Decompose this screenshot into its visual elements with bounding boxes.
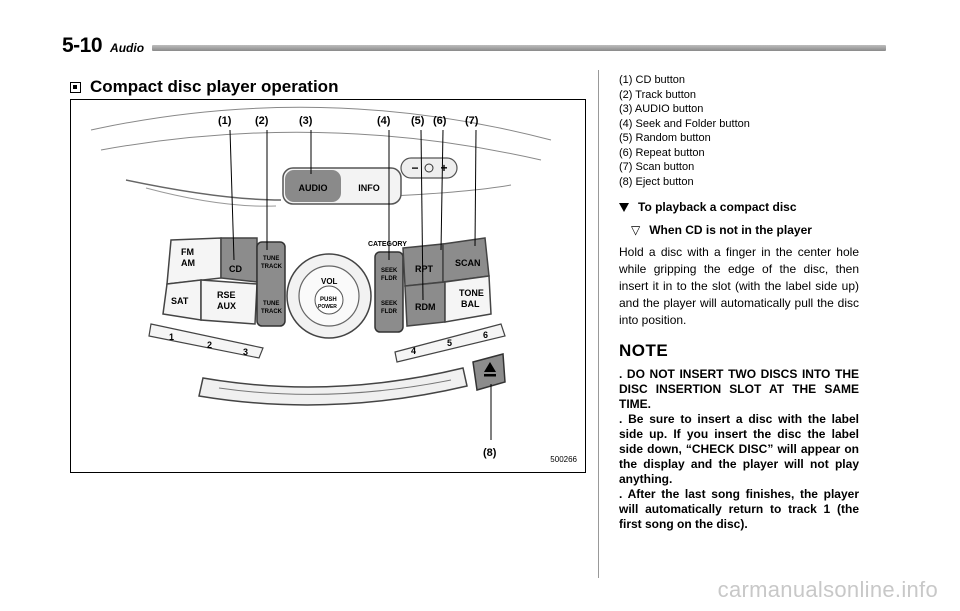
- vol-label: VOL: [321, 277, 338, 286]
- push-power-button: [314, 285, 344, 315]
- plus-icon: +: [440, 161, 447, 175]
- preset-5-label: 5: [447, 338, 452, 348]
- figure-id: 500266: [550, 455, 577, 464]
- minus-icon: −: [411, 161, 418, 175]
- fldr-down-label: FLDR: [381, 309, 398, 315]
- filled-triangle-icon: [619, 202, 629, 212]
- disc-slot-opening: [218, 379, 452, 395]
- section-title-row: Compact disc player operation: [70, 77, 338, 97]
- seek-folder-rocker: [374, 251, 404, 333]
- cd-label: CD: [229, 264, 242, 274]
- callout-line-6: [440, 129, 444, 251]
- track-up-label: TRACK: [261, 264, 283, 270]
- aux-label: AUX: [217, 301, 236, 311]
- note-heading: NOTE: [619, 341, 669, 360]
- column-divider: [598, 70, 599, 578]
- legend-item: (3) AUDIO button: [619, 103, 704, 115]
- bal-label: BAL: [461, 299, 480, 309]
- callout-line-1: [229, 129, 235, 261]
- callout-line-7: [474, 129, 477, 247]
- tone-label: TONE: [459, 288, 484, 298]
- callout-1: (1): [218, 115, 232, 127]
- right-column: (1) CD button (2) Track button (3) AUDIO…: [619, 73, 859, 532]
- button-legend: (1) CD button (2) Track button (3) AUDIO…: [619, 73, 859, 189]
- preset-4-label: 4: [411, 346, 416, 356]
- dash-arc-1: [90, 106, 552, 141]
- fm-label: FM: [181, 247, 194, 257]
- subheading: To playback a compact disc: [638, 200, 797, 214]
- sat-label: SAT: [171, 296, 189, 306]
- callout-7: (7): [465, 115, 479, 127]
- note-item: . After the last song finishes, the play…: [619, 487, 859, 531]
- callout-2: (2): [255, 115, 269, 127]
- disc-slot: [198, 367, 468, 406]
- legend-item: (5) Random button: [619, 132, 711, 144]
- track-down-label: TRACK: [261, 309, 283, 315]
- dash-arc-2: [100, 131, 542, 161]
- header-rule: [152, 45, 886, 51]
- note-list: . DO NOT INSERT TWO DISCS INTO THE DISC …: [619, 367, 859, 532]
- rse-aux-button: [200, 279, 258, 325]
- tune-track-rocker: [256, 241, 286, 327]
- clock-icon: [424, 163, 434, 173]
- cd-button: [220, 237, 258, 283]
- preset-2-label: 2: [207, 340, 212, 350]
- callout-line-5: [420, 129, 424, 301]
- eject-icon-bar: [484, 374, 496, 377]
- preset-3-label: 3: [243, 347, 248, 357]
- audio-panel-illustration: AUDIO INFO − + FM AM CD SAT RSE AUX TUNE…: [90, 106, 552, 459]
- callout-5: (5): [411, 115, 425, 127]
- preset-bar-left: [148, 323, 264, 359]
- fldr-up-label: FLDR: [381, 276, 398, 282]
- audio-button: [285, 170, 341, 202]
- dash-arc-3: [125, 179, 282, 201]
- audio-button-label: AUDIO: [299, 183, 328, 193]
- note-item: . Be sure to insert a disc with the labe…: [619, 412, 859, 486]
- watermark: carmanualsonline.info: [717, 577, 938, 602]
- section-title: Compact disc player operation: [90, 77, 339, 96]
- scan-label: SCAN: [455, 258, 481, 268]
- category-label: CATEGORY: [368, 241, 407, 248]
- subsubheading: When CD is not in the player: [649, 223, 812, 237]
- push-label: PUSH: [320, 297, 337, 303]
- rpt-label: RPT: [415, 264, 434, 274]
- tune-down-label: TUNE: [263, 301, 279, 307]
- tone-bal-button: [444, 275, 492, 323]
- clock-adjust-pill: [400, 157, 458, 179]
- preset-bar-right: [394, 323, 506, 363]
- seek-up-label: SEEK: [381, 268, 398, 274]
- eject-icon: [484, 362, 496, 372]
- legend-item: (7) Scan button: [619, 161, 695, 173]
- legend-item: (4) Seek and Folder button: [619, 117, 750, 130]
- audio-panel-figure: AUDIO INFO − + FM AM CD SAT RSE AUX TUNE…: [70, 99, 586, 473]
- callout-4: (4): [377, 115, 391, 127]
- note-item: . DO NOT INSERT TWO DISCS INTO THE DISC …: [619, 367, 859, 411]
- seek-down-label: SEEK: [381, 301, 398, 307]
- rdm-label: RDM: [415, 302, 436, 312]
- instruction-text: Hold a disc with a finger in the center …: [619, 245, 859, 327]
- subsubheading-row: ▽ When CD is not in the player: [619, 223, 859, 237]
- legend-item: (2) Track button: [619, 88, 697, 101]
- legend-item: (6) Repeat button: [619, 146, 705, 159]
- callout-6: (6): [433, 115, 447, 127]
- page-header: 5-10 Audio: [62, 34, 144, 58]
- power-label: POWER: [318, 304, 337, 310]
- section-name: Audio: [110, 41, 145, 55]
- am-label: AM: [181, 258, 195, 268]
- dash-arc-5: [390, 184, 512, 197]
- preset-1-label: 1: [169, 332, 174, 342]
- dash-arc-4: [145, 187, 277, 207]
- callout-8: (8): [483, 447, 497, 459]
- page-number: 5-10: [62, 34, 103, 57]
- subheading-row: To playback a compact disc: [619, 200, 859, 214]
- outline-triangle-icon: ▽: [631, 223, 641, 237]
- tune-up-label: TUNE: [263, 256, 279, 262]
- callout-3: (3): [299, 115, 313, 127]
- legend-item: (1) CD button: [619, 74, 686, 86]
- preset-6-label: 6: [483, 330, 488, 340]
- info-button-label: INFO: [358, 183, 380, 193]
- rse-label: RSE: [217, 290, 236, 300]
- legend-item: (8) Eject button: [619, 175, 694, 188]
- square-bullet-icon: [70, 81, 81, 93]
